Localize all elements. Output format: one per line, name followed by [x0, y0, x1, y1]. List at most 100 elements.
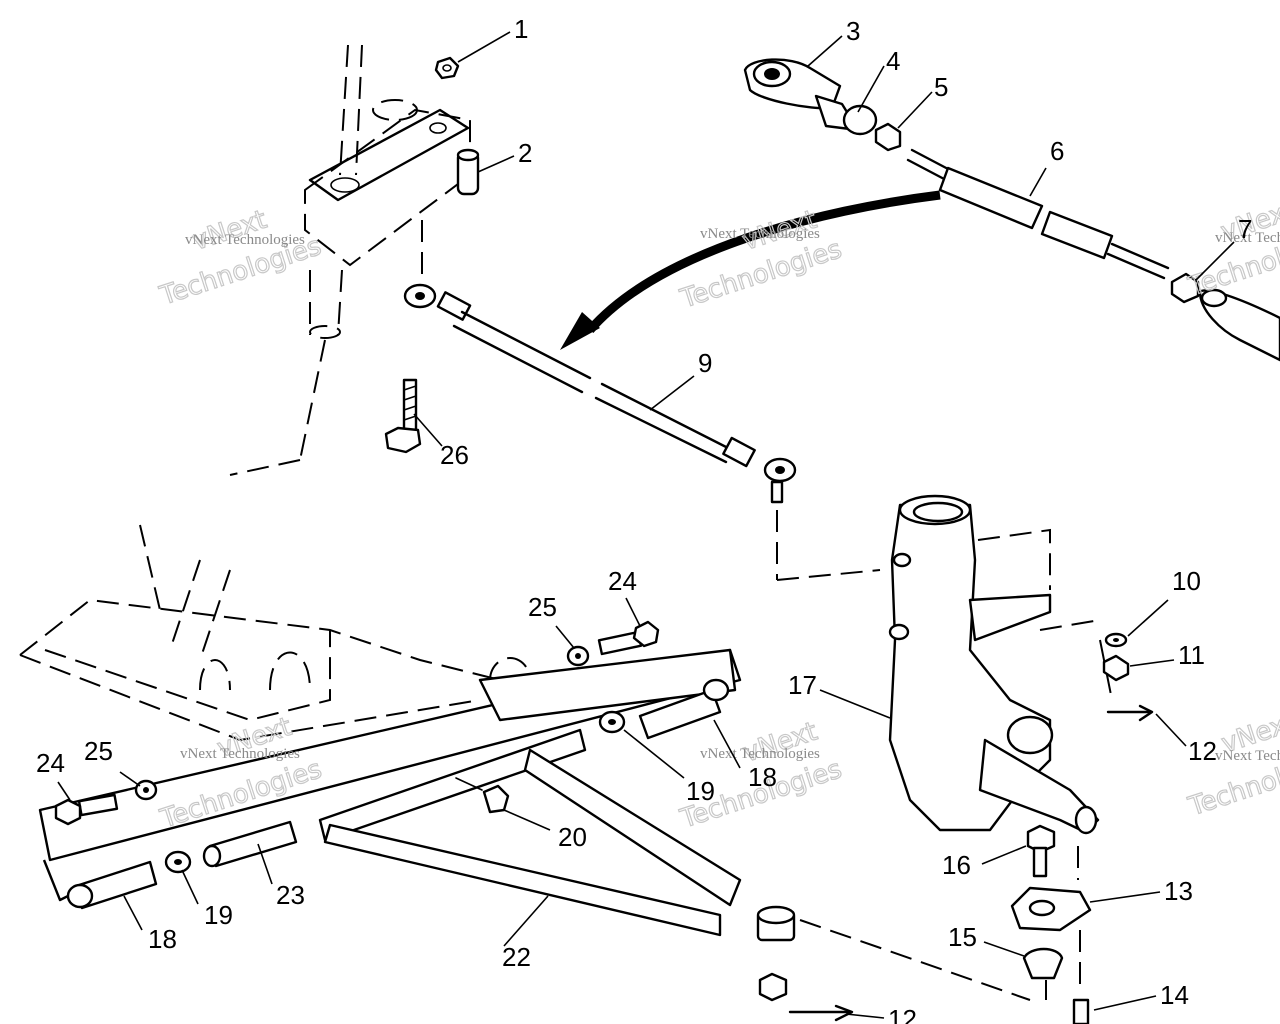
washer-25-lower [134, 779, 158, 801]
sleeve-23 [202, 820, 298, 868]
callout-number-2: 2 [518, 138, 532, 168]
callout-number-25: 25 [84, 736, 113, 766]
jam-nut-4 [814, 94, 878, 136]
tie-rod-9 [403, 283, 881, 581]
nut-11 [1102, 654, 1130, 682]
grease-fitting-20 [455, 777, 510, 814]
svg-text:vNext Technologies: vNext Technologies [700, 746, 820, 762]
callout-leader-6 [1029, 167, 1047, 197]
callout-leader-19 [623, 729, 685, 779]
bushing-2 [456, 148, 480, 196]
nut-1 [434, 56, 460, 80]
callout-number-1: 1 [514, 14, 528, 44]
nut-under-arm [758, 972, 788, 1002]
svg-text:vNext Technologies: vNext Technologies [185, 232, 305, 248]
callout-number-16: 16 [942, 850, 971, 880]
washer-25-upper [566, 645, 590, 667]
callout-number-11: 11 [1178, 640, 1205, 670]
callout-leader-5 [897, 91, 933, 129]
callout-number-17: 17 [788, 670, 817, 700]
bolt-14 [1045, 846, 1090, 1024]
callout-leader-24 [625, 597, 641, 627]
bolt-24-lower [54, 793, 119, 826]
callout-leader-16 [981, 845, 1027, 865]
watermark: vNext Technologies vNext Technologies vN… [155, 195, 1280, 835]
callout-number-25: 25 [528, 592, 557, 622]
callout-leader-18 [123, 895, 143, 931]
callout-leader-12 [1155, 713, 1187, 747]
callout-number-26: 26 [440, 440, 469, 470]
washer-19-right [598, 710, 626, 734]
nut-7 [1170, 272, 1200, 304]
cap-15 [1022, 947, 1064, 980]
steering-post [229, 44, 471, 476]
callout-leader-11 [1129, 659, 1175, 667]
callout-number-24: 24 [36, 748, 65, 778]
callout-number-4: 4 [886, 46, 900, 76]
frame-dashed [19, 524, 531, 742]
callout-leader-17 [819, 689, 891, 719]
a-arm-22 [38, 648, 1031, 1001]
callout-leader-9 [649, 375, 695, 411]
cotter-pin-12 [1106, 704, 1154, 722]
callout-number-9: 9 [698, 348, 712, 378]
callout-leader-23 [257, 843, 273, 885]
callout-leader-10 [1127, 599, 1169, 637]
callout-number-12: 12 [1188, 736, 1217, 766]
callout-leader-25 [555, 625, 575, 649]
sleeve-18-left [66, 860, 158, 910]
callout-number-22: 22 [502, 942, 531, 972]
callout-leader-18 [713, 719, 741, 769]
callout-leader-13 [1089, 891, 1161, 903]
direction-arrow [560, 190, 941, 350]
sleeve-18-right [638, 678, 730, 740]
callout-leader-26 [413, 413, 443, 447]
bolt-16 [1026, 824, 1056, 878]
callout-number-12: 12 [888, 1004, 917, 1024]
callout-number-20: 20 [558, 822, 587, 852]
adjuster-6 [906, 148, 1170, 280]
bolt-26 [384, 220, 423, 454]
rod-end-right [1198, 288, 1280, 362]
cotter-pin-12-lower [788, 1004, 854, 1022]
svg-text:vNext Technologies: vNext Technologies [700, 226, 820, 242]
callout-number-7: 7 [1238, 214, 1252, 244]
callout-number-3: 3 [846, 16, 860, 46]
spindle-17 [888, 494, 1113, 835]
callout-leader-24 [57, 781, 71, 801]
callout-number-18: 18 [748, 762, 777, 792]
callout-leader-25 [119, 771, 141, 787]
callout-number-15: 15 [948, 922, 977, 952]
callout-number-13: 13 [1164, 876, 1193, 906]
callout-number-6: 6 [1050, 136, 1064, 166]
callout-leader-14 [1093, 995, 1157, 1011]
callout-leader-15 [983, 941, 1025, 957]
bolt-24-upper [597, 620, 660, 656]
callout-leader-19 [181, 869, 199, 905]
washer-10 [1104, 632, 1128, 648]
svg-text:vNext Technologies: vNext Technologies [180, 746, 300, 762]
callout-number-24: 24 [608, 566, 637, 596]
callout-leader-7 [1195, 241, 1235, 281]
callout-leader-2 [477, 155, 515, 173]
plate-13 [1010, 886, 1092, 932]
callout-number-19: 19 [204, 900, 233, 930]
callout-leader-4 [857, 65, 885, 113]
callout-leader-1 [457, 31, 511, 63]
callout-leader-12 [845, 1013, 885, 1019]
washer-19-left [164, 850, 192, 874]
svg-text:vNext Technologies: vNext Technologies [1215, 230, 1280, 246]
callout-leader-22 [503, 895, 549, 947]
nut-5 [874, 122, 902, 152]
callout-leader-20 [503, 809, 551, 831]
callout-number-5: 5 [934, 72, 948, 102]
callout-number-14: 14 [1160, 980, 1189, 1010]
callout-number-23: 23 [276, 880, 305, 910]
callout-number-19: 19 [686, 776, 715, 806]
callout-number-10: 10 [1172, 566, 1201, 596]
callout-leader-3 [807, 35, 843, 67]
svg-text:vNext Technologies: vNext Technologies [1215, 748, 1280, 764]
callout-number-18: 18 [148, 924, 177, 954]
